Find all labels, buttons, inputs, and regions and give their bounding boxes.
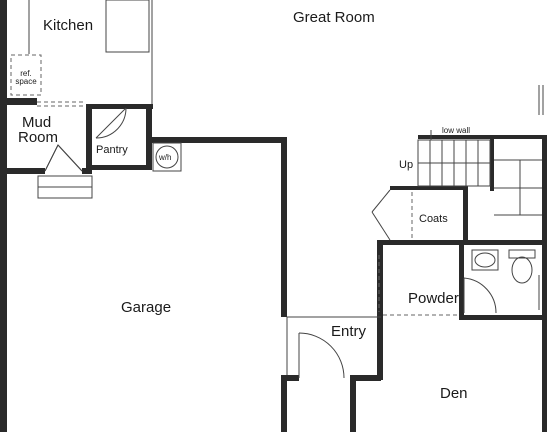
- wall-coats-top: [390, 186, 468, 190]
- toilet-tank: [508, 249, 536, 259]
- entry-door-swing: [298, 332, 345, 379]
- wall-pantry-top: [86, 104, 153, 109]
- wall-garage-right: [281, 137, 287, 317]
- room-label-powder: Powder: [408, 290, 459, 307]
- wall-powder-bottom: [459, 315, 547, 320]
- coats-door-swing: [371, 211, 391, 241]
- wall-entry-right: [377, 240, 383, 380]
- sink-bowl: [474, 252, 496, 268]
- label-ref-space-2: space: [15, 77, 37, 86]
- room-label-mud-2: Room: [18, 129, 58, 146]
- doors: [44, 107, 497, 379]
- wall-garage-right-lower: [281, 375, 287, 432]
- wall-stair-top: [418, 135, 547, 139]
- powder-door-swing: [463, 277, 497, 314]
- wall-left-exterior: [0, 0, 7, 432]
- wall-mudroom-bottom-right: [82, 168, 92, 174]
- stairs: [417, 130, 542, 216]
- room-label-garage: Garage: [121, 299, 171, 316]
- kitchen-island: [105, 0, 150, 53]
- room-label-den: Den: [440, 385, 468, 402]
- label-ref-space-1: ref.: [20, 69, 32, 78]
- water-heater-circle: [155, 145, 179, 169]
- wall-kitchen-bottom-left: [7, 98, 37, 105]
- wall-powder-interior: [459, 240, 464, 320]
- label-stair-up: Up: [399, 159, 413, 171]
- wall-entry-bottom-left: [287, 375, 299, 381]
- pantry-door-leaf: [95, 107, 127, 139]
- wall-right-exterior: [542, 135, 547, 432]
- label-water-heater: w/h: [158, 153, 171, 162]
- wall-mudroom-bottom-left: [7, 168, 45, 174]
- room-label-pantry: Pantry: [96, 144, 128, 156]
- thin-lines: [10, 0, 544, 375]
- label-low-wall: low wall: [442, 126, 470, 135]
- wall-pantry-right: [146, 104, 152, 170]
- room-label-coats: Coats: [419, 213, 448, 225]
- powder-fixtures: [471, 249, 536, 284]
- coats-door-leaf: [371, 189, 391, 213]
- wall-den-left: [350, 375, 356, 432]
- water-heater-box: [152, 142, 182, 172]
- room-label-great-room: Great Room: [293, 9, 375, 26]
- wall-entry-bottom-right: [350, 375, 381, 381]
- ref-space-box: [10, 54, 42, 96]
- wall-stair-right: [490, 139, 494, 191]
- toilet-bowl: [511, 256, 533, 284]
- room-label-mud-1: Mud: [22, 114, 51, 131]
- mudroom-door-swing: [44, 144, 83, 172]
- pantry-door-swing: [95, 107, 127, 139]
- room-label-entry: Entry: [331, 323, 367, 340]
- labels: Kitchen Great Room ref. space Mud Room P…: [15, 9, 470, 402]
- room-label-kitchen: Kitchen: [43, 17, 93, 34]
- wall-mudroom-right: [86, 104, 92, 170]
- wall-coats-right: [463, 186, 468, 244]
- wall-pantry-bottom: [92, 165, 152, 170]
- wall-garage-top: [152, 137, 287, 143]
